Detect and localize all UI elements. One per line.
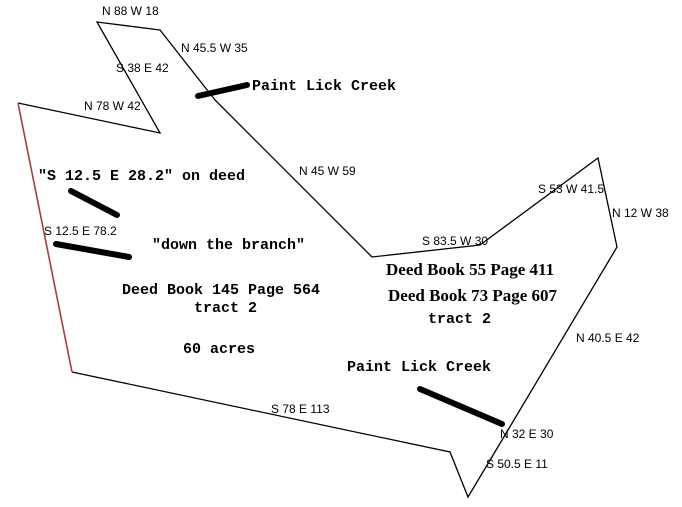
deed-quote-marker-stroke <box>68 188 120 218</box>
bearing-label-s125e782: S 12.5 E 78.2 <box>44 224 117 238</box>
creek-label-top: Paint Lick Creek <box>252 78 397 95</box>
bearing-label-n12w38: N 12 W 38 <box>612 206 669 220</box>
deed-course-red-line <box>17 102 73 373</box>
bearing-label-s505e11: S 50.5 E 11 <box>486 457 548 471</box>
bearing-label-s78e113: S 78 E 113 <box>271 402 330 416</box>
bearing-label-s38e42: S 38 E 42 <box>116 61 169 75</box>
creek-marker-stroke-bottom <box>417 386 505 427</box>
right-tract-label: tract 2 <box>428 311 492 328</box>
left-deed-book-label: Deed Book 145 Page 564 <box>122 282 321 299</box>
branch-note: "down the branch" <box>152 237 306 254</box>
bearing-label-n88w18: N 88 W 18 <box>102 4 159 18</box>
bearing-label-s835w30: S 83.5 W 30 <box>422 234 489 248</box>
right-deed-book-1: Deed Book 55 Page 411 <box>386 260 555 279</box>
bearing-label-n405e42: N 40.5 E 42 <box>576 331 640 345</box>
bearing-label-n455w35: N 45.5 W 35 <box>181 41 248 55</box>
branch-marker-stroke <box>53 241 132 260</box>
creek-label-bottom: Paint Lick Creek <box>347 359 492 376</box>
bearing-label-n32e30: N 32 E 30 <box>500 427 554 441</box>
left-tract-label: tract 2 <box>194 300 258 317</box>
deed-quote-note: "S 12.5 E 28.2" on deed <box>38 168 246 185</box>
property-boundary-line <box>17 21 618 499</box>
acreage-label: 60 acres <box>183 341 256 358</box>
creek-marker-stroke-top <box>195 82 250 99</box>
bearing-label-s53w415: S 53 W 41.5 <box>538 182 605 196</box>
bearing-label-n45w59: N 45 W 59 <box>299 164 356 178</box>
right-deed-book-2: Deed Book 73 Page 607 <box>388 286 558 305</box>
bearing-label-n78w42: N 78 W 42 <box>84 99 141 113</box>
